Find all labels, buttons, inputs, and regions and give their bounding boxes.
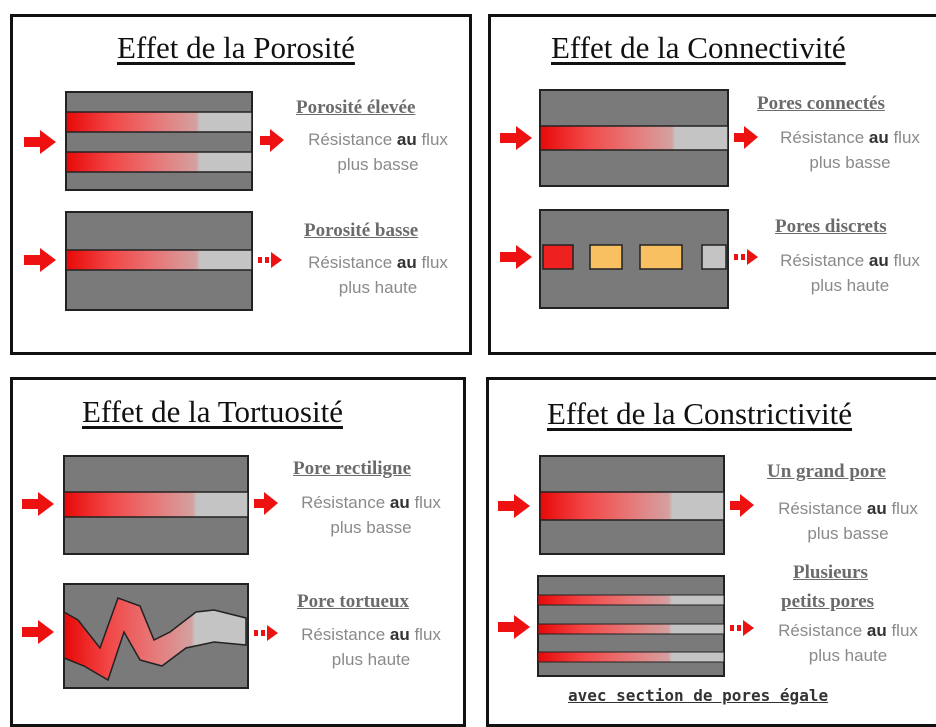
constrictivity-large-label: Un grand pore [767, 461, 886, 482]
arrow-in-connectivity-connected [500, 126, 532, 150]
resistance-emphasis: au [866, 499, 887, 518]
connectivity-connected-block [539, 89, 729, 187]
resistance-prefix: Résistance [308, 130, 397, 149]
constrictivity-small-resistance: Résistance au flux plus haute [760, 618, 936, 668]
arrow-in-constrictivity-large [498, 494, 530, 518]
arrow-in-tortuosity-straight [22, 492, 54, 516]
arrow-in-porosity-high [24, 130, 56, 154]
resistance-prefix: Résistance [301, 625, 390, 644]
tortuosity-straight-resistance: Résistance au flux plus basse [283, 490, 459, 540]
resistance-high: plus haute [808, 646, 888, 665]
connectivity-discrete-label: Pores discrets [775, 216, 887, 237]
arrow-out-constrictivity-small [730, 620, 754, 636]
flow-arrows [22, 126, 758, 644]
tortuosity-tortuous-label: Pore tortueux [297, 591, 410, 612]
resistance-suffix: flux [409, 625, 441, 644]
resistance-emphasis: au [868, 128, 889, 147]
resistance-suffix: flux [888, 251, 920, 270]
resistance-low: plus basse [330, 518, 412, 537]
resistance-emphasis: au [868, 251, 889, 270]
connectivity-connected-label: Pores connectés [757, 93, 885, 114]
resistance-prefix: Résistance [780, 251, 869, 270]
resistance-high: plus haute [338, 278, 418, 297]
arrow-in-constrictivity-small [498, 615, 530, 639]
arrow-out-tortuosity-tortuous [254, 625, 278, 641]
porosity-low-label: Porosité basse [304, 220, 419, 241]
constrictivity-small-label-line2: petits pores [781, 591, 875, 612]
constrictivity-small-pores-block [537, 575, 725, 677]
porosity-low-resistance: Résistance au flux plus haute [290, 250, 466, 300]
constrictivity-large-pore-block [539, 455, 725, 555]
arrow-out-constrictivity-large [730, 494, 754, 517]
resistance-suffix: flux [886, 621, 918, 640]
arrow-out-connectivity-discrete [734, 249, 758, 265]
arrow-out-porosity-low [258, 252, 282, 268]
resistance-prefix: Résistance [308, 253, 397, 272]
constrictivity-small-label-line1: Plusieurs [793, 562, 868, 583]
tortuosity-title: Effet de la Tortuosité [82, 394, 343, 429]
porosity-high-resistance: Résistance au flux plus basse [290, 127, 466, 177]
resistance-emphasis: au [396, 130, 417, 149]
resistance-prefix: Résistance [778, 621, 867, 640]
tortuosity-tortuous-block [63, 583, 249, 689]
porosity-high-block [65, 91, 253, 191]
porosity-low-block [65, 211, 253, 311]
porosity-title: Effet de la Porosité [117, 30, 355, 65]
connectivity-connected-resistance: Résistance au flux plus basse [762, 125, 936, 175]
constrictivity-title: Effet de la Constrictivité [547, 396, 853, 431]
resistance-low: plus basse [337, 155, 419, 174]
connectivity-title: Effet de la Connectivité [551, 30, 846, 65]
arrow-out-tortuosity-straight [254, 492, 278, 515]
resistance-emphasis: au [396, 253, 417, 272]
resistance-suffix: flux [409, 493, 441, 512]
constrictivity-large-resistance: Résistance au flux plus basse [760, 496, 936, 546]
resistance-suffix: flux [416, 130, 448, 149]
tortuosity-straight-label: Pore rectiligne [293, 458, 411, 479]
resistance-emphasis: au [389, 625, 410, 644]
resistance-high: plus haute [810, 276, 890, 295]
resistance-suffix: flux [886, 499, 918, 518]
arrow-in-connectivity-discrete [500, 245, 532, 269]
connectivity-discrete-block [539, 209, 729, 309]
resistance-prefix: Résistance [778, 499, 867, 518]
resistance-low: plus basse [809, 153, 891, 172]
resistance-emphasis: au [866, 621, 887, 640]
connectivity-discrete-resistance: Résistance au flux plus haute [762, 248, 936, 298]
arrow-in-porosity-low [24, 248, 56, 272]
arrow-out-connectivity-connected [734, 126, 758, 149]
tortuosity-straight-block [63, 455, 249, 555]
resistance-suffix: flux [416, 253, 448, 272]
resistance-high: plus haute [331, 650, 411, 669]
resistance-suffix: flux [888, 128, 920, 147]
constrictivity-footnote: avec section de pores égale [568, 686, 829, 705]
resistance-prefix: Résistance [301, 493, 390, 512]
porosity-high-label: Porosité élevée [296, 97, 416, 118]
arrow-in-tortuosity-tortuous [22, 620, 54, 644]
resistance-low: plus basse [807, 524, 889, 543]
tortuosity-tortuous-resistance: Résistance au flux plus haute [283, 622, 459, 672]
resistance-emphasis: au [389, 493, 410, 512]
arrow-out-porosity-high [260, 129, 284, 152]
resistance-prefix: Résistance [780, 128, 869, 147]
